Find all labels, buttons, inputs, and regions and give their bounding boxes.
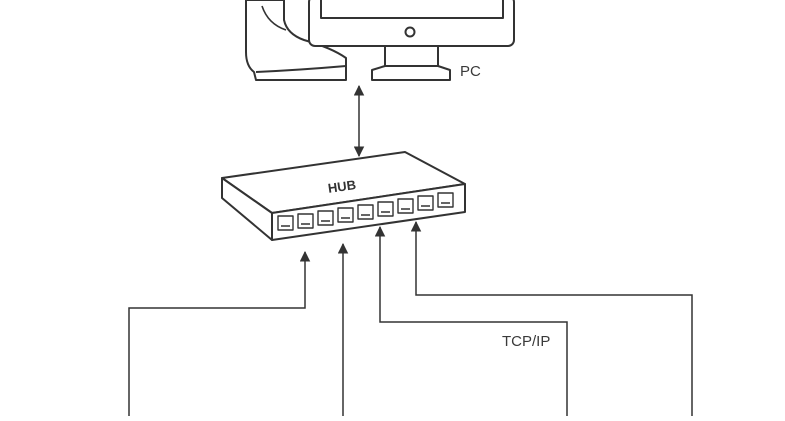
connection-1 (128, 250, 311, 416)
monitor-stand (371, 45, 451, 81)
hub-side-face (221, 177, 273, 241)
pc-label: PC (460, 63, 481, 80)
connection-4 (410, 220, 693, 416)
hub-connections (128, 220, 693, 416)
monitor-power-button (404, 26, 416, 38)
hub-label: HUB (327, 177, 357, 196)
hub-icon (221, 151, 466, 241)
tcp-ip-label: TCP/IP (502, 333, 550, 350)
monitor-screen (320, 0, 504, 19)
hub-ports (277, 192, 454, 231)
pc-icon (245, 0, 515, 81)
connection-3 (374, 225, 568, 416)
